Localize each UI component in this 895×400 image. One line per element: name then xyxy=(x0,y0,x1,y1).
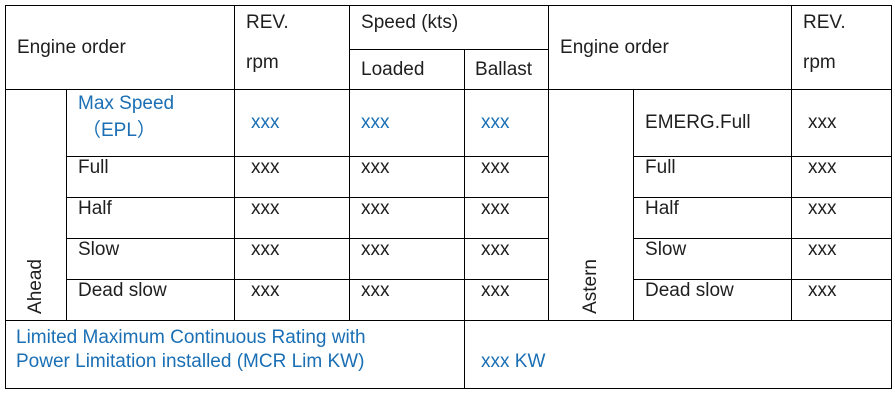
ahead-ballast-value: xxx xyxy=(481,157,510,178)
ahead-row-rev: xxx xyxy=(234,156,351,198)
ahead-order-line1: Max Speed xyxy=(78,93,175,114)
ahead-loaded-value: xxx xyxy=(361,112,390,133)
ahead-order-line2: （EPL） xyxy=(82,120,156,141)
ahead-row-order: Slow xyxy=(65,238,236,280)
astern-row-rev: xxx xyxy=(791,238,893,280)
ahead-ballast-value: xxx xyxy=(481,112,510,133)
astern-label-cell: Astern xyxy=(548,89,635,321)
ahead-loaded-value: xxx xyxy=(361,198,390,219)
ahead-order-line1: Slow xyxy=(78,239,120,260)
ahead-row-rev: xxx xyxy=(234,238,351,280)
ahead-rev-value: xxx xyxy=(251,157,280,178)
ahead-label: Ahead xyxy=(25,259,46,314)
header-speed: Speed (kts) xyxy=(349,5,550,50)
ahead-order-line1: Full xyxy=(78,157,109,178)
header-engine-order-left: Engine order xyxy=(4,5,236,90)
ahead-row-loaded: xxx xyxy=(349,156,466,198)
ahead-ballast-value: xxx xyxy=(481,239,510,260)
ahead-order-line1: Half xyxy=(78,198,112,219)
astern-row-order: Dead slow xyxy=(633,279,793,321)
ahead-row-order: Half xyxy=(65,197,236,239)
astern-row-order: EMERG.Full xyxy=(633,89,793,157)
ahead-rev-value: xxx xyxy=(251,198,280,219)
header-ballast-text: Ballast xyxy=(475,58,533,80)
header-rev-right: REV. rpm xyxy=(791,5,893,90)
header-rev-left-line2: rpm xyxy=(246,52,279,73)
astern-label: Astern xyxy=(580,259,602,314)
ahead-row-ballast: xxx xyxy=(464,197,550,239)
astern-rev-value: xxx xyxy=(808,239,837,260)
astern-order-text: Dead slow xyxy=(645,280,734,301)
footer-label-line2: Power Limitation installed (MCR Lim KW) xyxy=(16,351,365,372)
ahead-row-order: Dead slow xyxy=(65,279,236,321)
header-rev-right-line2: rpm xyxy=(803,52,836,73)
ahead-loaded-value: xxx xyxy=(361,157,390,178)
astern-row-order: Slow xyxy=(633,238,793,280)
ahead-row-rev: xxx xyxy=(234,89,351,157)
astern-row-rev: xxx xyxy=(791,89,893,157)
footer-label: Limited Maximum Continuous Rating with P… xyxy=(4,320,466,389)
header-engine-order-right: Engine order xyxy=(548,5,793,90)
ahead-label-cell: Ahead xyxy=(5,89,67,321)
ahead-row-ballast: xxx xyxy=(464,238,550,280)
ahead-row-rev: xxx xyxy=(234,279,351,321)
header-engine-order-right-text: Engine order xyxy=(560,36,669,58)
header-engine-order-left-text: Engine order xyxy=(17,36,126,58)
header-rev-left-line1: REV. xyxy=(246,12,289,33)
ahead-rev-value: xxx xyxy=(251,112,280,133)
ahead-row-ballast: xxx xyxy=(464,89,550,157)
ahead-order-line1: Dead slow xyxy=(78,280,167,301)
astern-rev-value: xxx xyxy=(808,112,837,133)
ahead-ballast-value: xxx xyxy=(481,280,510,301)
astern-rev-value: xxx xyxy=(808,198,837,219)
ahead-row-order: Max Speed （EPL） xyxy=(65,89,236,157)
header-ballast: Ballast xyxy=(464,49,550,90)
astern-row-rev: xxx xyxy=(791,279,893,321)
header-rev-right-line1: REV. xyxy=(803,12,846,33)
header-speed-title: Speed (kts) xyxy=(361,12,459,33)
astern-order-text: Half xyxy=(645,198,679,219)
header-rev-left: REV. rpm xyxy=(234,5,351,90)
engine-order-table: Engine order REV. rpm Speed (kts) Engine… xyxy=(4,5,893,389)
ahead-rev-value: xxx xyxy=(251,280,280,301)
ahead-ballast-value: xxx xyxy=(481,198,510,219)
ahead-row-ballast: xxx xyxy=(464,156,550,198)
astern-row-rev: xxx xyxy=(791,197,893,239)
astern-row-order: Full xyxy=(633,156,793,198)
astern-order-text: Slow xyxy=(645,239,687,260)
ahead-row-order: Full xyxy=(65,156,236,198)
ahead-loaded-value: xxx xyxy=(361,280,390,301)
header-loaded-text: Loaded xyxy=(361,58,425,80)
footer-value-text: xxx KW xyxy=(481,351,546,372)
footer-label-line1: Limited Maximum Continuous Rating with xyxy=(16,327,366,348)
astern-row-order: Half xyxy=(633,197,793,239)
header-loaded: Loaded xyxy=(349,49,466,90)
astern-order-text: EMERG.Full xyxy=(645,112,751,133)
astern-row-rev: xxx xyxy=(791,156,893,198)
ahead-row-loaded: xxx xyxy=(349,89,466,157)
ahead-row-loaded: xxx xyxy=(349,279,466,321)
ahead-row-rev: xxx xyxy=(234,197,351,239)
ahead-row-ballast: xxx xyxy=(464,279,550,321)
ahead-rev-value: xxx xyxy=(251,239,280,260)
astern-rev-value: xxx xyxy=(808,157,837,178)
astern-order-text: Full xyxy=(645,157,676,178)
footer-value: xxx KW xyxy=(464,320,893,389)
astern-rev-value: xxx xyxy=(808,280,837,301)
ahead-row-loaded: xxx xyxy=(349,197,466,239)
ahead-loaded-value: xxx xyxy=(361,239,390,260)
ahead-row-loaded: xxx xyxy=(349,238,466,280)
